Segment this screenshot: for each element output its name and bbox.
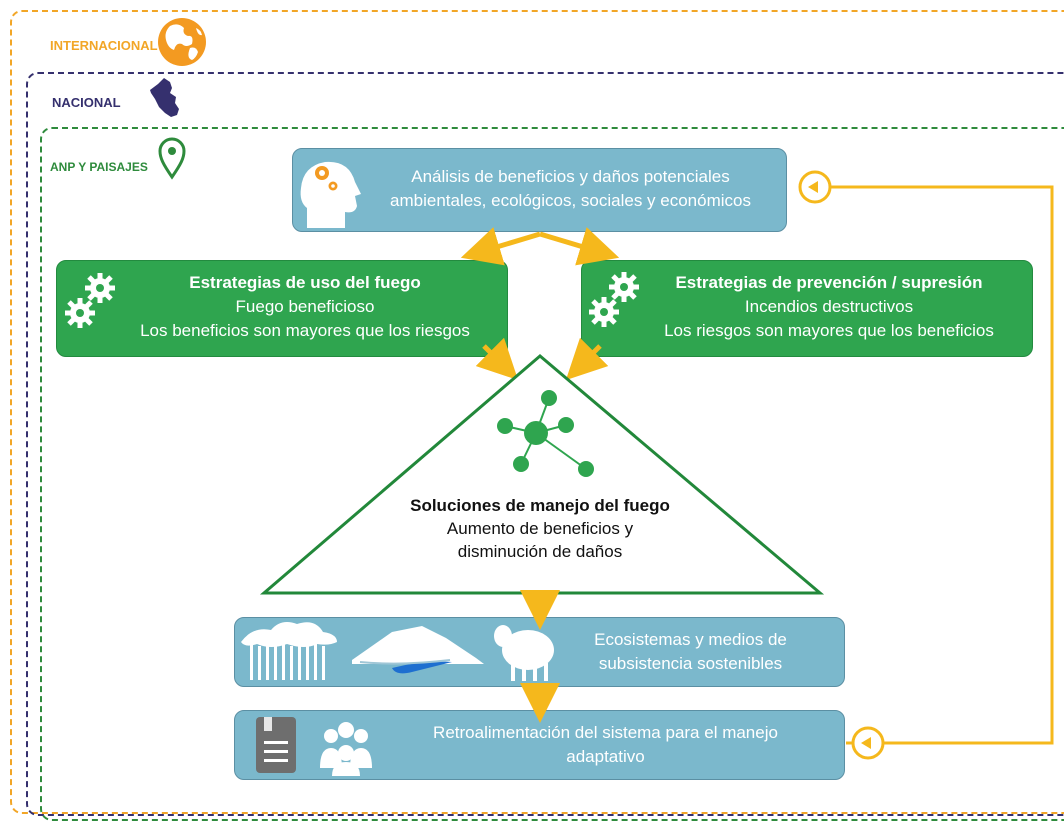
arrow-strategies-to-solutions (475, 337, 609, 381)
prevention-strategy-line-2: Los riesgos son mayores que los benefici… (664, 321, 994, 340)
feedback-loop-arrow (798, 170, 1054, 760)
prevention-strategy-box: Estrategias de prevención / supresión In… (581, 260, 1033, 357)
ecosystems-line-1: Ecosistemas y medios de (594, 630, 787, 649)
document-icon (256, 717, 296, 773)
prevention-strategy-line-1: Incendios destructivos (744, 297, 914, 316)
use-strategy-line-2: Los beneficios son mayores que los riesg… (140, 321, 470, 340)
people-icon (320, 722, 372, 776)
globe-icon (158, 18, 206, 66)
solutions-title: Soluciones de manejo del fuego (410, 496, 670, 515)
level-label-national: NACIONAL (52, 95, 121, 110)
ecosystems-line-2: subsistencia sostenibles (598, 654, 783, 673)
trees-icon (241, 622, 337, 680)
arrow-analysis-to-strategies (460, 227, 620, 266)
prevention-strategy-title: Estrategias de prevención / supresión (675, 273, 983, 292)
head-gears-icon (300, 161, 361, 228)
feedback-arrowhead-bottom (861, 737, 871, 749)
diagram-graphics (65, 18, 1054, 776)
use-strategy-line-1: Fuego beneficioso (235, 297, 375, 316)
use-strategy-title: Estrategias de uso del fuego (189, 273, 421, 292)
analysis-line-2: ambientales, ecológicos, sociales y econ… (390, 191, 751, 210)
sheep-icon (494, 625, 554, 681)
mountain-icon (352, 626, 484, 674)
location-pin-icon (158, 137, 186, 180)
analysis-box: Análisis de beneficios y daños potencial… (292, 148, 787, 232)
use-strategy-box: Estrategias de uso del fuego Fuego benef… (56, 260, 508, 357)
analysis-line-1: Análisis de beneficios y daños potencial… (411, 167, 730, 186)
feedback-line-1: Retroalimentación del sistema para el ma… (433, 723, 778, 742)
level-label-international: INTERNACIONAL (50, 38, 158, 53)
solutions-line-2: disminución de daños (457, 542, 623, 561)
solutions-line-1: Aumento de beneficios y (446, 519, 634, 538)
peru-map-icon (150, 78, 179, 117)
solutions-text: Soluciones de manejo del fuego Aumento d… (380, 494, 700, 563)
network-icon (497, 390, 594, 477)
level-label-anp: ANP Y PAISAJES (50, 160, 148, 174)
feedback-line-2: adaptativo (566, 747, 645, 766)
gears-icon-right (589, 272, 639, 327)
feedback-arrowhead-top (808, 181, 818, 193)
gears-icon-left (65, 273, 115, 328)
